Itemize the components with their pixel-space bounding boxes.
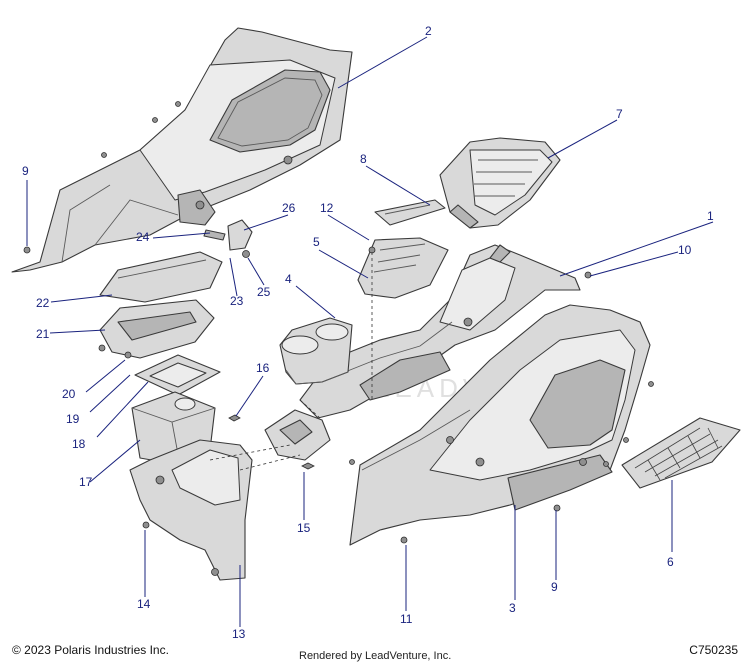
part-22-glove-box-lid [99,251,223,303]
diagram-code: C750235 [689,643,738,657]
part-2-left-side-panel [11,27,353,273]
rendered-by-text: Rendered by LeadVenture, Inc. [299,650,452,662]
part-6-vent-grille [621,417,741,489]
callout-2: 2 [425,24,432,38]
callout-13: 13 [232,627,246,641]
callout-4: 4 [285,272,292,286]
callout-23: 23 [230,294,244,308]
part-3-right-side-panel [349,304,651,546]
callout-16: 16 [256,361,270,375]
callout-17: 17 [79,475,93,489]
callout-1: 1 [707,209,714,223]
callout-18: 18 [72,437,86,451]
hardware-fasteners [23,101,654,544]
assembly-lines [209,252,373,471]
callout-3: 3 [509,601,516,615]
part-13-lower-front-panel [129,439,253,581]
callout-22: 22 [36,296,50,310]
part-7-storage-tray [439,137,561,229]
callout-14: 14 [137,597,151,611]
callout-9-right: 9 [551,580,558,594]
part-5-console-plate [357,237,449,299]
callout-6: 6 [667,555,674,569]
callout-21: 21 [36,327,50,341]
callout-11: 11 [400,612,413,626]
callout-9-left: 9 [22,164,29,178]
callout-26: 26 [282,201,296,215]
callout-10: 10 [678,243,692,257]
callout-20: 20 [62,387,76,401]
part-8-trim-plate [374,199,446,226]
callout-12: 12 [320,201,334,215]
part-26-latch [203,219,253,258]
callout-25: 25 [257,285,271,299]
part-18-bezel [134,354,221,396]
callout-5: 5 [313,235,320,249]
leader-lines [26,36,714,627]
part-1-center-console [299,244,581,419]
part-4-cup-holder [279,317,353,385]
callout-8: 8 [360,152,367,166]
callout-15: 15 [297,521,311,535]
copyright-text: © 2023 Polaris Industries Inc. [12,643,169,657]
callout-19: 19 [66,412,80,426]
part-21-glove-box-door [99,299,215,359]
callout-labels: 1 2 3 4 5 6 7 8 9 9 10 11 12 13 14 15 16… [22,24,714,641]
part-15-16-bracket [228,409,331,470]
callout-24: 24 [136,230,150,244]
callout-7: 7 [616,107,623,121]
